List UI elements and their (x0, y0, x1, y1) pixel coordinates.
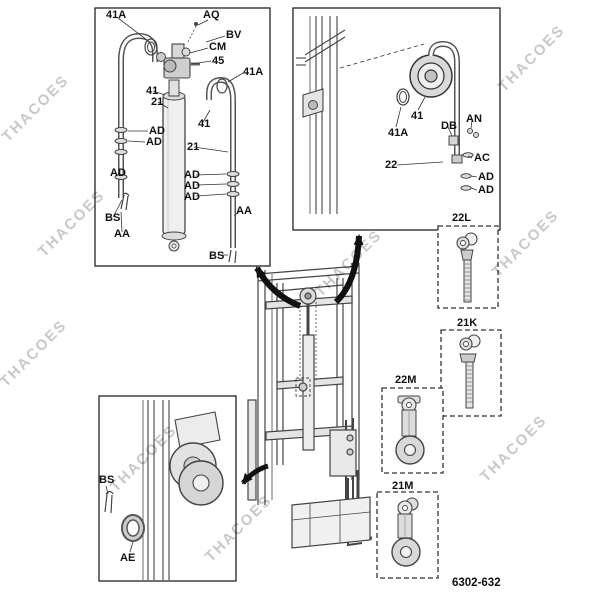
callout-41: 41 (411, 110, 424, 122)
part-box-22L (437, 225, 499, 309)
callout-22: 22 (385, 159, 398, 171)
callout-AQ: AQ (203, 9, 220, 21)
callout-AD: AD (478, 184, 494, 196)
callout-41: 41 (146, 85, 159, 97)
callout-AD: AD (146, 136, 162, 148)
part-box-22M (381, 387, 444, 474)
detail-box-top-right (292, 7, 501, 231)
callout-BS: BS (105, 212, 121, 224)
callout-21: 21 (187, 141, 200, 153)
arrow-to-bottom-left-detail (241, 463, 269, 485)
part-label-21M: 21M (392, 480, 414, 492)
callout-BS: BS (99, 474, 115, 486)
callout-AN: AN (466, 113, 482, 125)
callout-AD: AD (478, 171, 494, 183)
arrow-to-top-right-detail (333, 234, 364, 305)
part-label-22M: 22M (395, 374, 417, 386)
detail-box-bottom-left (98, 395, 237, 582)
callout-41A: 41A (106, 9, 127, 21)
callout-AD: AD (184, 169, 200, 181)
part-box-21K (440, 329, 502, 417)
callout-CM: CM (209, 41, 227, 53)
callout-AD: AD (184, 180, 200, 192)
callout-AC: AC (474, 152, 490, 164)
callout-AD: AD (149, 125, 165, 137)
main-mast-illustration (247, 263, 373, 549)
callout-AD: AD (110, 167, 126, 179)
callout-AD: AD (184, 191, 200, 203)
drawing-number: 6302-632 (452, 577, 501, 589)
callout-41A: 41A (388, 127, 409, 139)
callout-arrows (241, 234, 364, 485)
callout-BS: BS (209, 250, 225, 262)
callout-45: 45 (212, 55, 225, 67)
arrow-to-top-left-detail (254, 266, 302, 309)
callout-41A: 41A (243, 66, 264, 78)
part-label-22L: 22L (452, 212, 471, 224)
callout-41: 41 (198, 118, 211, 130)
callout-DB: DB (441, 120, 457, 132)
callout-AA: AA (236, 205, 252, 217)
part-box-21M (376, 491, 439, 579)
part-label-21K: 21K (457, 317, 478, 329)
detail-box-top-left (94, 7, 271, 267)
callout-21: 21 (151, 96, 164, 108)
callout-AE: AE (120, 552, 136, 564)
callout-AA: AA (114, 228, 130, 240)
callout-BV: BV (226, 29, 242, 41)
